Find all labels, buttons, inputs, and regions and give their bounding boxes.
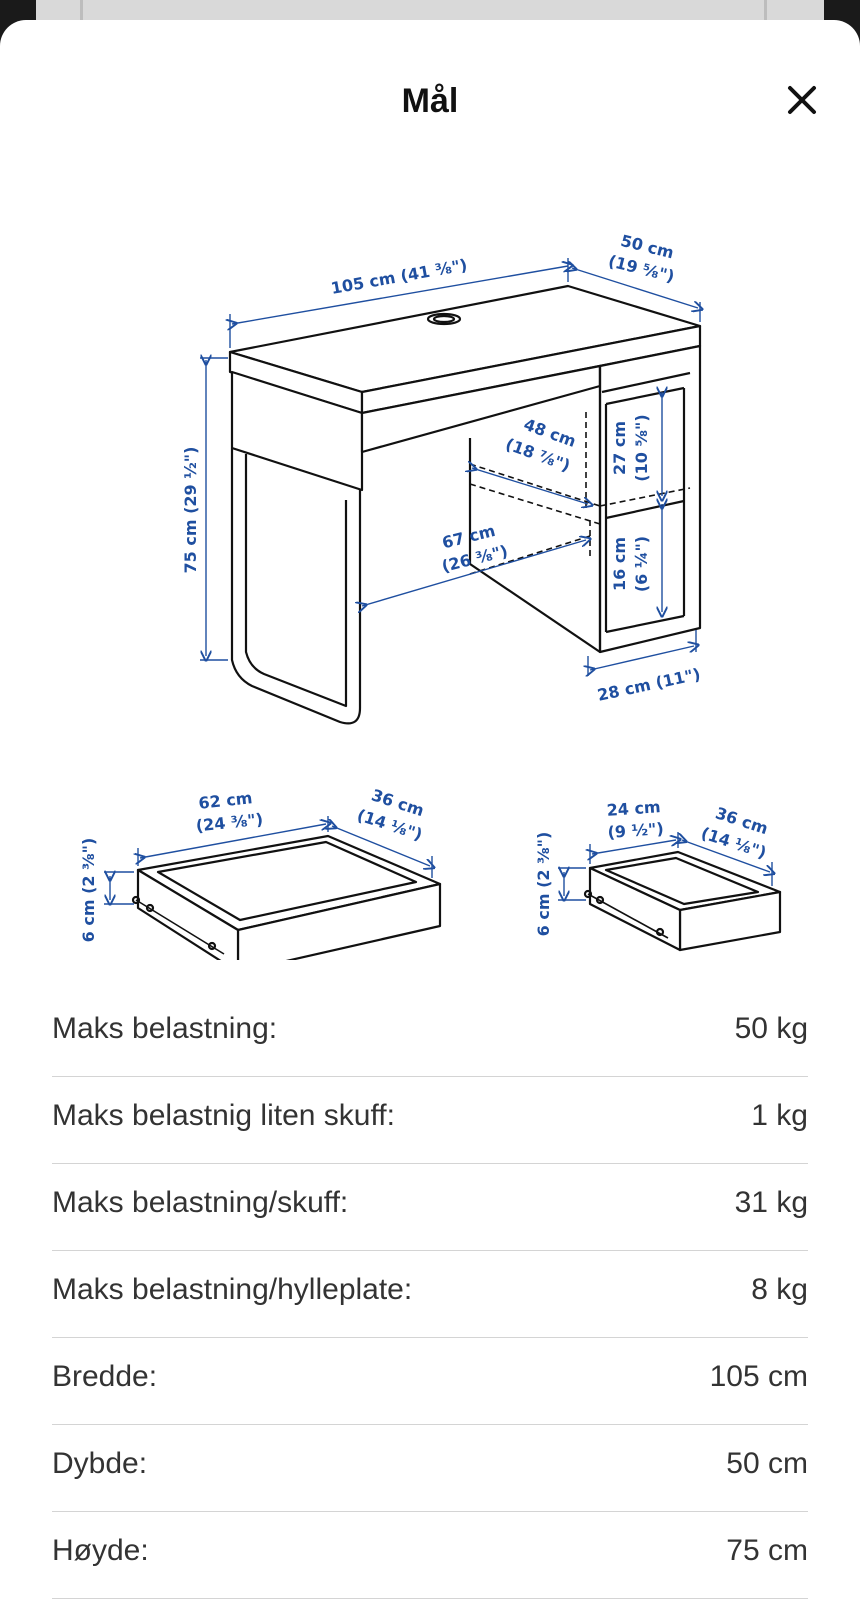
large-drawer-height-label: 6 cm (2 ⅜") (79, 838, 98, 943)
spec-value: 31 kg (734, 1186, 808, 1219)
dimensions-sheet: Mål (0, 20, 860, 1600)
small-drawer-drawing (583, 850, 782, 952)
large-drawer-dimension-lines (104, 816, 432, 904)
spec-list: Maks belastning: 50 kg Maks belastnig li… (52, 990, 808, 1599)
background-card-edge (764, 0, 767, 30)
spec-label: Høyde: (52, 1534, 149, 1567)
large-drawer-width-cm-label: 62 cm (198, 788, 254, 813)
small-drawer-height-label: 6 cm (2 ⅜") (534, 832, 553, 937)
spec-value: 1 kg (751, 1099, 808, 1132)
spec-label: Maks belastning: (52, 1012, 278, 1045)
spec-row: Bredde: 105 cm (52, 1338, 808, 1425)
spec-row: Maks belastning/skuff: 31 kg (52, 1164, 808, 1251)
shelf-height-in-label: (10 ⅝") (632, 414, 651, 481)
spec-row: Maks belastning: 50 kg (52, 990, 808, 1077)
spec-row: Dybde: 50 cm (52, 1425, 808, 1512)
small-drawer-dimension-lines (558, 832, 772, 900)
spec-value: 75 cm (726, 1534, 808, 1567)
spec-label: Maks belastning/skuff: (52, 1186, 349, 1219)
shelf-height-cm-label: 27 cm (610, 421, 629, 475)
spec-row: Høyde: 75 cm (52, 1512, 808, 1599)
close-icon[interactable] (780, 78, 824, 122)
large-drawer-width-in-label: (24 ⅜") (195, 810, 264, 836)
sheet-title: Mål (401, 82, 459, 120)
spec-row: Maks belastning/hylleplate: 8 kg (52, 1251, 808, 1338)
cabinet-width-label: 28 cm (11") (596, 664, 702, 704)
spec-value: 8 kg (751, 1273, 808, 1306)
spec-value: 105 cm (709, 1360, 808, 1393)
lower-height-in-label: (6 ¼") (632, 536, 651, 592)
spec-row: Maks belastnig liten skuff: 1 kg (52, 1077, 808, 1164)
desk-dimension-labels: 105 cm (41 ⅜") 50 cm (19 ⅝") 75 cm (29 ½… (181, 231, 702, 705)
lower-height-cm-label: 16 cm (610, 537, 629, 591)
spec-label: Dybde: (52, 1447, 148, 1480)
desk-height-label: 75 cm (29 ½") (181, 447, 200, 574)
spec-label: Maks belastnig liten skuff: (52, 1099, 395, 1132)
small-drawer-width-cm-label: 24 cm (606, 797, 661, 820)
spec-label: Maks belastning/hylleplate: (52, 1273, 413, 1306)
desk-drawing (228, 284, 702, 725)
dimension-diagram: 105 cm (41 ⅜") 50 cm (19 ⅝") 75 cm (29 ½… (79, 231, 782, 960)
desk-width-label: 105 cm (41 ⅜") (329, 255, 468, 298)
background-card-edge (80, 0, 83, 30)
spec-value: 50 kg (734, 1012, 808, 1045)
large-drawer-drawing (131, 834, 442, 960)
small-drawer-width-in-label: (9 ½") (607, 819, 664, 842)
spec-value: 50 cm (726, 1447, 808, 1480)
spec-label: Bredde: (52, 1360, 158, 1393)
desk-dimension-lines (200, 258, 700, 676)
